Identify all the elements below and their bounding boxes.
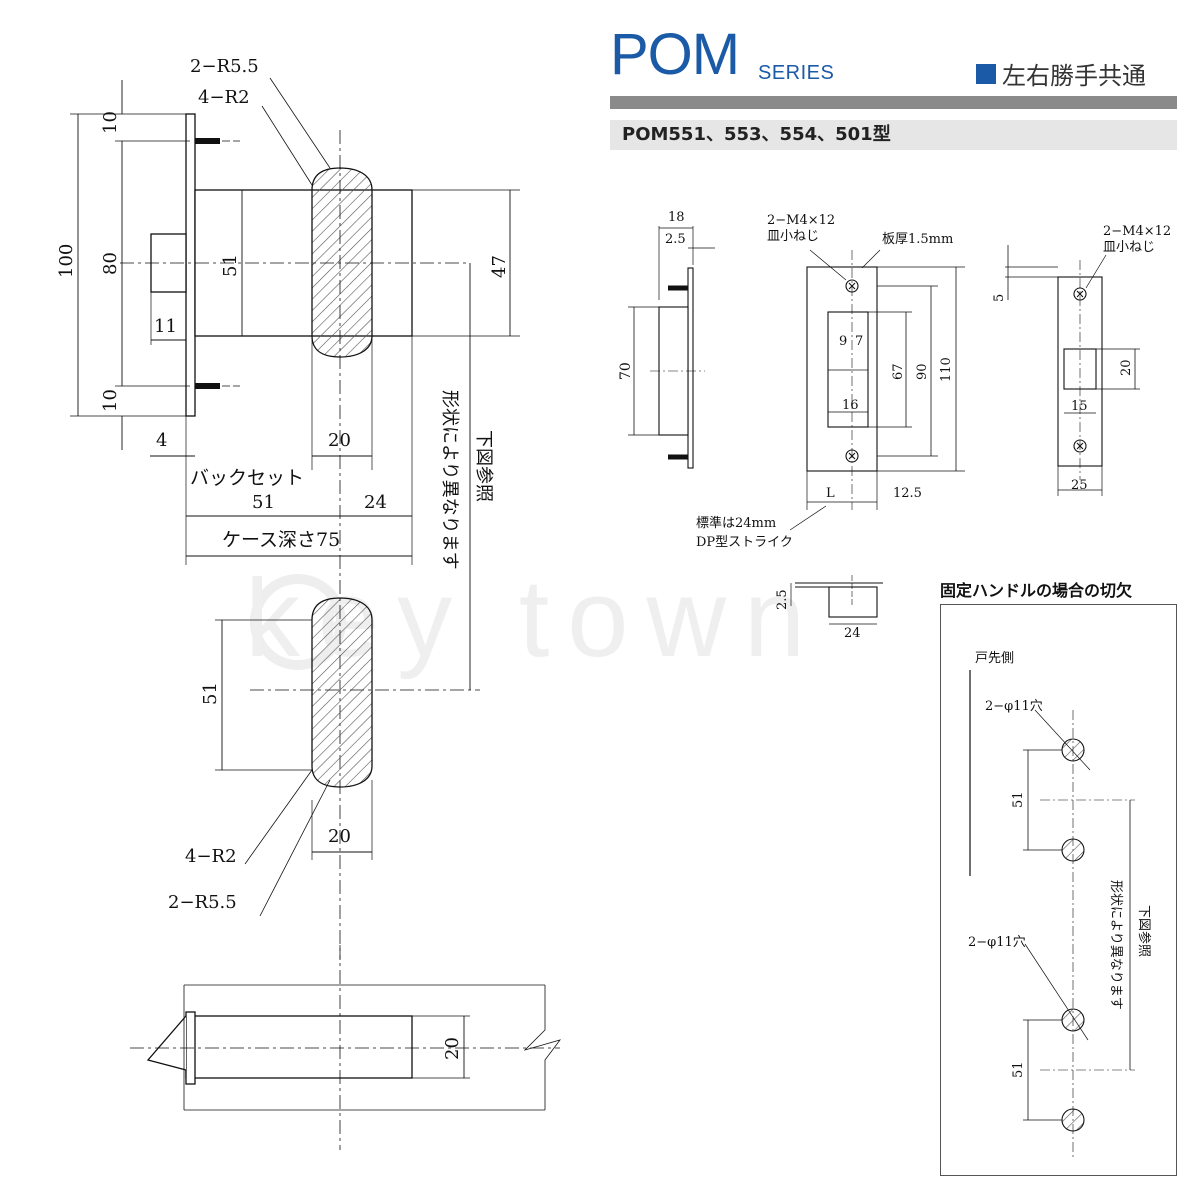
label-r55-top: 2−R5.5 bbox=[190, 56, 259, 77]
label-thickness: 板厚1.5mm bbox=[882, 232, 953, 247]
label-screw-right2: 皿小ねじ bbox=[1103, 240, 1155, 255]
label-strike-12-5: 12.5 bbox=[893, 486, 922, 501]
label-strike-L: L bbox=[826, 486, 835, 501]
label-backset: バックセット bbox=[190, 467, 304, 489]
label-r55-bottom: 2−R5.5 bbox=[168, 892, 237, 913]
label-dim-20-lower: 20 bbox=[328, 826, 351, 847]
label-screw-left2: 皿小ねじ bbox=[767, 229, 819, 244]
label-r2-bottom: 4−R2 bbox=[185, 846, 237, 867]
label-dim-4: 4 bbox=[156, 430, 167, 451]
label-dp-type: DP型ストライク bbox=[696, 535, 793, 550]
label-strike-18: 18 bbox=[668, 210, 685, 225]
label-screw-right: 2−M4×12 bbox=[1103, 224, 1171, 239]
label-door-edge: 戸先側 bbox=[975, 651, 1014, 666]
lock-body-drawing bbox=[70, 77, 520, 960]
label-bottom-24: 24 bbox=[844, 626, 861, 641]
strike-side-drawing bbox=[628, 226, 715, 469]
label-strike-9: 9 bbox=[839, 334, 847, 349]
faceplate bbox=[185, 113, 196, 417]
label-hole-top: 2−φ11穴 bbox=[985, 699, 1043, 714]
label-strike-90: 90 bbox=[915, 363, 930, 380]
label-r2-top: 4−R2 bbox=[198, 87, 250, 108]
label-dim-80: 80 bbox=[100, 252, 121, 275]
handle-section bbox=[311, 167, 373, 358]
label-strike-2-5: 2.5 bbox=[665, 232, 686, 247]
handing-label: 左右勝手共通 bbox=[1002, 62, 1146, 90]
square-bullet-icon bbox=[976, 63, 996, 84]
label-hole-bottom: 2−φ11穴 bbox=[968, 935, 1026, 950]
label-dim-11: 11 bbox=[154, 316, 177, 337]
label-dim-100: 100 bbox=[56, 244, 77, 278]
label-dim-51-backset: 51 bbox=[252, 492, 275, 513]
label-dim-10-bottom: 10 bbox=[100, 389, 121, 412]
cutout-drawing bbox=[969, 670, 1135, 1160]
label-dim-20-side: 20 bbox=[442, 1037, 463, 1060]
label-strike-16: 16 bbox=[842, 398, 859, 413]
label-latch-20: 20 bbox=[1119, 359, 1134, 376]
label-latch-15: 15 bbox=[1071, 399, 1088, 414]
series-title: POM bbox=[610, 22, 740, 87]
strike-bottom-drawing bbox=[790, 575, 883, 625]
cutout-panel-frame bbox=[940, 604, 1177, 1176]
label-note-vertical2: 下図参照 bbox=[473, 430, 494, 502]
label-cutout-51-bottom: 51 bbox=[1011, 1061, 1026, 1078]
label-dim-51-lower: 51 bbox=[200, 682, 221, 705]
label-cutout-note: 形状により異なります bbox=[1108, 880, 1123, 1010]
top-view-drawing bbox=[130, 945, 562, 1150]
strike-front-drawing bbox=[789, 249, 965, 531]
latch-strike-drawing bbox=[1005, 245, 1140, 496]
label-dim-24: 24 bbox=[364, 492, 387, 513]
label-dim-51: 51 bbox=[220, 254, 241, 277]
label-strike-70: 70 bbox=[618, 362, 634, 380]
label-note-vertical: 形状により異なります bbox=[439, 390, 460, 570]
lower-handle-drawing bbox=[215, 597, 480, 917]
label-dim-47: 47 bbox=[489, 255, 510, 278]
model-list: POM551、553、554、501型 bbox=[610, 120, 1177, 150]
label-bottom-2-5: 2.5 bbox=[775, 589, 790, 610]
label-strike-110: 110 bbox=[939, 357, 954, 382]
label-latch-5: 5 bbox=[992, 294, 1007, 302]
label-case-depth: ケース深さ75 bbox=[222, 529, 340, 551]
label-cutout-note2: 下図参照 bbox=[1136, 905, 1152, 957]
label-strike-7: 7 bbox=[855, 334, 863, 349]
label-strike-67: 67 bbox=[891, 363, 906, 380]
label-cutout-51-top: 51 bbox=[1011, 791, 1026, 808]
handing-badge: 左右勝手共通 bbox=[976, 56, 1146, 91]
label-latch-25: 25 bbox=[1071, 478, 1088, 493]
label-screw-left: 2−M4×12 bbox=[767, 213, 835, 228]
cutout-panel-title: 固定ハンドルの場合の切欠 bbox=[940, 581, 1133, 600]
label-dim-20: 20 bbox=[328, 430, 351, 451]
label-standard: 標準は24mm bbox=[696, 515, 776, 531]
series-subtitle: SERIES bbox=[758, 62, 835, 84]
label-dim-10-top: 10 bbox=[100, 111, 121, 134]
header-rule bbox=[610, 96, 1177, 109]
